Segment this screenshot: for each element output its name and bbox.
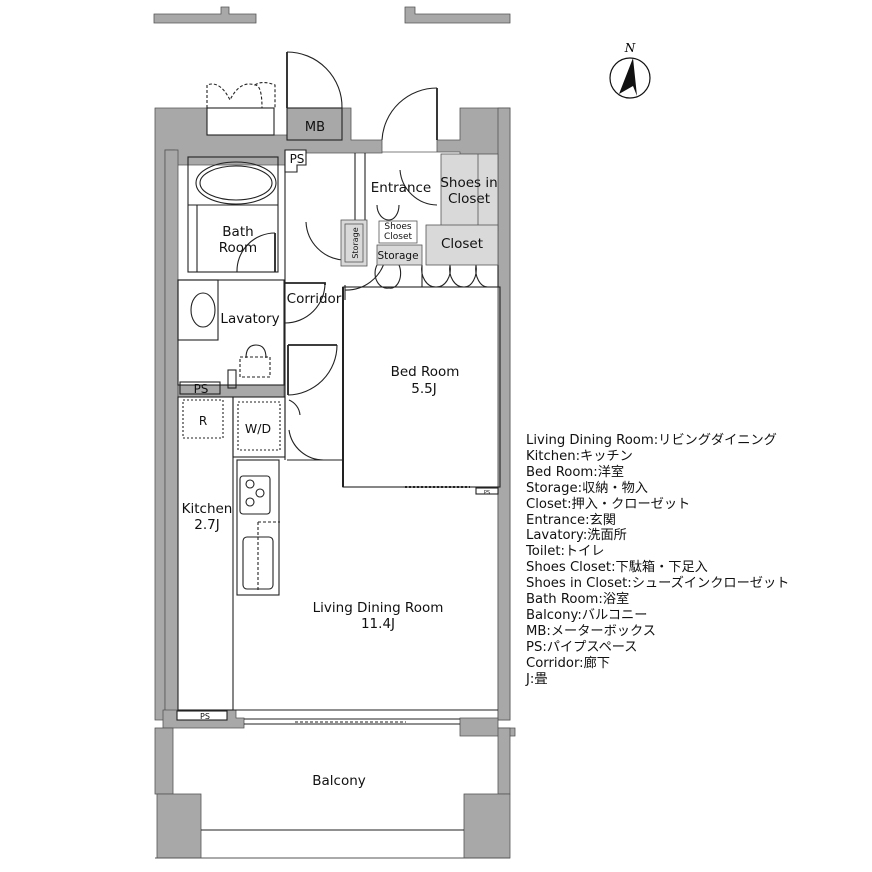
refrigerator-label: R [199, 414, 207, 428]
washer-dryer-icon [237, 401, 281, 451]
svg-text:Closet: Closet [384, 232, 413, 242]
legend-item: Kitchen:キッチン [526, 448, 633, 464]
storage-area [376, 244, 423, 266]
ps-top-label: PS [290, 152, 305, 166]
exterior-wall-fragments [153, 6, 511, 24]
svg-text:N: N [624, 41, 636, 55]
shoes-closet-label: Shoes [384, 222, 411, 232]
legend-item: Living Dining Room:リビングダイニング [526, 433, 777, 448]
legend-item: Shoes Closet:下駄箱・下足入 [526, 560, 708, 576]
north-compass-icon: N [609, 41, 651, 99]
storage-vertical-area [344, 223, 364, 263]
kitchen-counter [236, 459, 280, 596]
kitchen-label: Kitchen [182, 501, 233, 517]
bed-room-size: 5.5J [411, 381, 436, 397]
ps-mid-label: PS [194, 382, 209, 396]
legend: Living Dining Room:リビングダイニング Kitchen:キッチ… [526, 433, 789, 688]
storage-label: Storage [377, 250, 418, 262]
room-labels: MB PS Entrance Shoes in Closet Bath Room… [182, 120, 498, 789]
closet-area [425, 224, 499, 266]
entrance-label: Entrance [371, 180, 432, 196]
bath-room-outline [187, 156, 279, 273]
legend-item: Toilet:トイレ [526, 544, 605, 560]
shoes-in-closet-area [440, 153, 499, 232]
legend-item: Shoes in Closet:シューズインクローゼット [526, 576, 790, 592]
lavatory-label: Lavatory [220, 311, 279, 327]
ps-bed-label: PS [484, 490, 490, 496]
stove-icon [239, 475, 271, 515]
bath-room-label: Bath [222, 224, 253, 240]
ps-bottom-label: PS [200, 712, 210, 721]
vanity-icon [177, 279, 219, 341]
legend-item: Bed Room:洋室 [526, 464, 625, 480]
refrigerator-icon [182, 399, 224, 439]
legend-item: Entrance:玄関 [526, 512, 616, 528]
shoes-closet-area [378, 220, 418, 244]
bathtub-icon [195, 161, 277, 205]
corridor-label: Corridor [287, 291, 342, 307]
bed-room-label: Bed Room [391, 364, 460, 380]
legend-item: Balcony:バルコニー [526, 607, 648, 623]
living-dining-size: 11.4J [361, 616, 395, 632]
legend-item: Bath Room:浴室 [526, 592, 630, 608]
sink-icon [190, 292, 216, 328]
legend-item: MB:メーターボックス [526, 623, 656, 639]
legend-item: Lavatory:洗面所 [526, 528, 627, 544]
storage-vertical-label: Storage [351, 227, 360, 258]
toilet-icon [239, 356, 271, 378]
svg-text:Room: Room [219, 240, 257, 256]
closet-label: Closet [441, 236, 483, 252]
legend-item: Closet:押入・クローゼット [526, 496, 691, 512]
legend-item: PS:パイプスペース [526, 639, 638, 655]
legend-item: Storage:収納・物入 [526, 480, 648, 496]
washer-dryer-label: W/D [245, 421, 271, 436]
balcony-label: Balcony [312, 773, 366, 789]
legend-item: J:畳 [526, 671, 548, 687]
kitchen-size: 2.7J [194, 517, 219, 533]
shoes-in-closet-label: Shoes in [440, 175, 497, 191]
storage-areas [340, 153, 499, 267]
living-dining-label: Living Dining Room [313, 600, 444, 616]
mb-label: MB [305, 120, 325, 135]
small-storage-icon [227, 369, 237, 389]
svg-text:Closet: Closet [448, 191, 490, 207]
legend-item: Corridor:廊下 [526, 655, 610, 671]
